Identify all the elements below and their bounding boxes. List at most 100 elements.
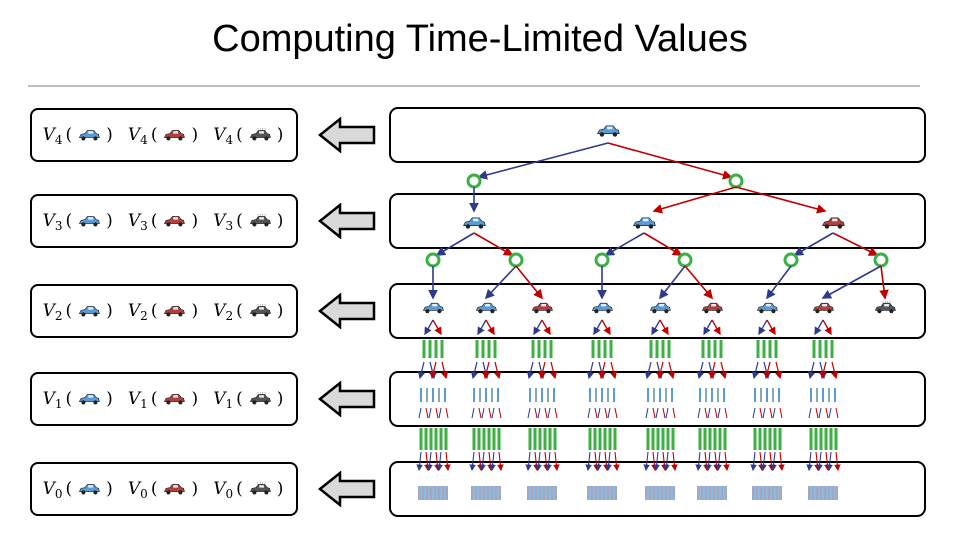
transition-edge xyxy=(750,451,757,472)
close-paren: ) xyxy=(191,301,199,321)
transition-edge xyxy=(705,451,712,472)
transition-edge xyxy=(671,451,678,472)
action-edge xyxy=(818,407,822,419)
action-edge xyxy=(655,407,659,419)
overheated-car-icon xyxy=(249,213,271,227)
tree-level-panel-4 xyxy=(389,107,926,163)
open-paren: ( xyxy=(236,389,243,409)
tree-level-panel-2 xyxy=(389,283,926,339)
transition-edge xyxy=(489,451,496,472)
blue-car-icon xyxy=(756,302,778,314)
depth-subscript: 3 xyxy=(225,219,234,233)
action-edge xyxy=(651,319,661,336)
action-edge xyxy=(471,407,475,419)
blue-car-icon xyxy=(79,393,100,405)
action-edge xyxy=(665,407,669,419)
action-edge xyxy=(491,407,495,419)
depth-subscript: 4 xyxy=(140,133,148,147)
action-edge xyxy=(601,319,611,336)
overheated-car-icon xyxy=(249,303,271,317)
action-edge xyxy=(604,407,608,419)
action-edge xyxy=(435,232,475,256)
left-arrow-icon xyxy=(318,471,376,507)
transition-edge xyxy=(652,186,737,214)
value-symbol: V xyxy=(213,301,226,321)
depth-subscript: 3 xyxy=(140,219,148,233)
action-edge xyxy=(498,407,502,419)
transition-edge xyxy=(436,451,443,472)
transition-edge xyxy=(696,361,704,380)
close-paren: ) xyxy=(106,125,113,145)
depth-subscript: 4 xyxy=(54,133,63,147)
transition-edge xyxy=(426,451,433,472)
action-edge xyxy=(607,407,611,419)
transition-edge xyxy=(585,451,592,472)
blue-car-icon xyxy=(649,302,671,314)
action-edge xyxy=(808,407,812,419)
overheated-car-icon xyxy=(249,481,271,495)
transition-edge xyxy=(479,451,486,472)
value-symbol: V xyxy=(213,211,226,231)
transition-edge xyxy=(807,361,815,380)
action-edge xyxy=(597,407,601,419)
tree-level-panel-3 xyxy=(389,193,926,249)
close-paren: ) xyxy=(276,211,284,231)
chance-node xyxy=(594,252,610,268)
transition-edge xyxy=(760,451,767,472)
blue-car-icon xyxy=(79,483,100,495)
action-edge xyxy=(645,407,649,419)
action-edge xyxy=(766,319,776,336)
action-edge xyxy=(825,407,829,419)
red-car-icon xyxy=(164,215,186,227)
action-edge xyxy=(418,407,422,419)
transition-edge xyxy=(441,361,449,380)
action-edge xyxy=(814,319,824,336)
overheated-car-icon xyxy=(249,127,271,141)
transition-edge xyxy=(751,361,759,380)
value-symbol: V xyxy=(213,389,226,409)
action-edge xyxy=(793,232,834,256)
value-symbol: V xyxy=(127,125,141,145)
transition-edge xyxy=(595,451,602,472)
transition-edge xyxy=(417,361,425,380)
value-symbol: V xyxy=(213,125,226,145)
action-edge xyxy=(815,407,819,419)
transition-edge xyxy=(610,361,618,380)
depth-subscript: 1 xyxy=(140,397,148,411)
depth-subscript: 2 xyxy=(140,309,148,323)
action-edge xyxy=(593,319,603,336)
chance-node xyxy=(728,173,744,189)
transition-edge xyxy=(525,451,532,472)
fast-action-edge xyxy=(607,142,733,180)
action-edge xyxy=(724,407,728,419)
action-edge xyxy=(544,407,548,419)
open-paren: ( xyxy=(150,211,158,231)
action-edge xyxy=(614,407,618,419)
transition-edge xyxy=(720,361,728,380)
transition-edge xyxy=(778,451,785,472)
red-car-icon xyxy=(164,483,186,495)
transition-edge xyxy=(695,451,702,472)
action-edge xyxy=(541,319,551,336)
close-paren: ) xyxy=(106,389,113,409)
action-edge xyxy=(488,407,492,419)
transition-edge xyxy=(553,451,560,472)
transition-edge xyxy=(429,361,437,380)
transition-edge xyxy=(653,451,660,472)
value-symbol: V xyxy=(42,479,55,499)
action-edge xyxy=(537,407,541,419)
transition-edge xyxy=(526,361,534,380)
close-paren: ) xyxy=(276,479,284,499)
action-edge xyxy=(759,407,763,419)
transition-edge xyxy=(826,451,833,472)
transition-edge xyxy=(613,451,620,472)
chance-node xyxy=(425,252,441,268)
transition-edge xyxy=(550,361,558,380)
blue-car-icon xyxy=(79,129,100,141)
